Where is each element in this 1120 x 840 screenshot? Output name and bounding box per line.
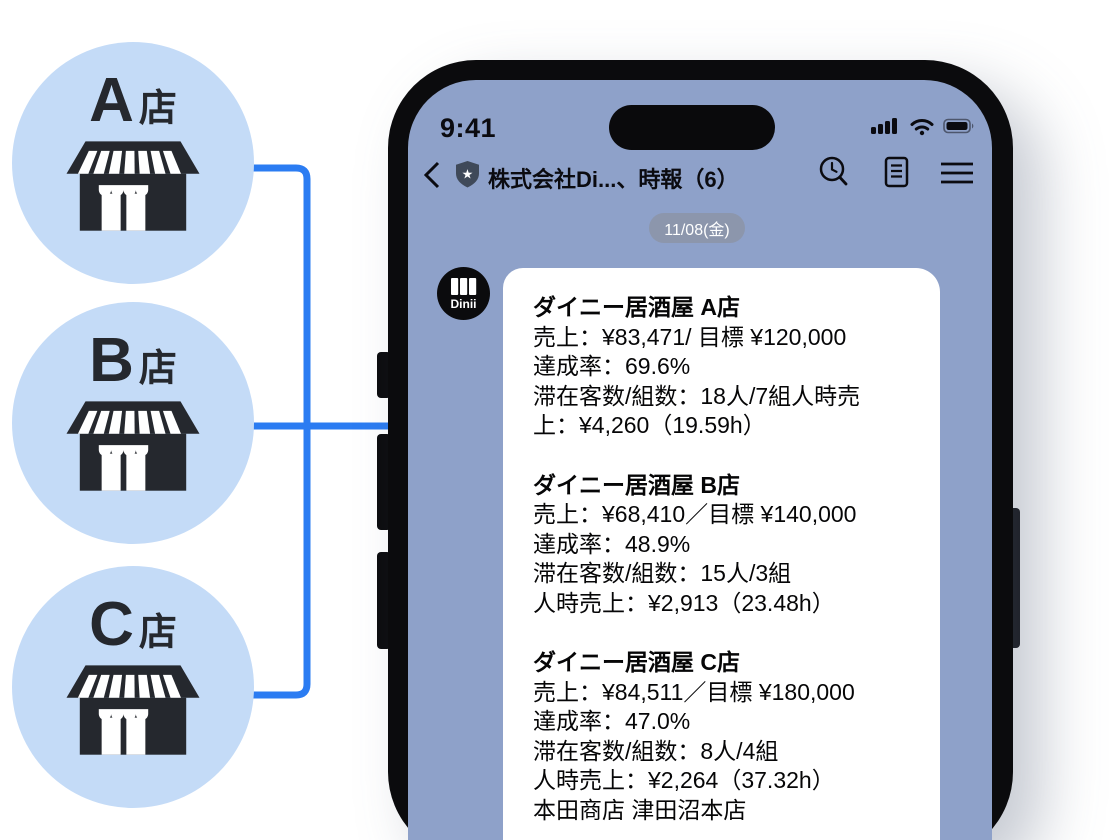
- sender-avatar[interactable]: Dinii: [437, 267, 490, 320]
- search-clock-icon: [819, 156, 848, 186]
- store-report-c: ダイニー居酒屋 C店 売上：¥84,511／目標 ¥180,000 達成率：47…: [533, 648, 908, 825]
- dinii-logo-text: Dinii: [451, 297, 477, 311]
- store-report-a: ダイニー居酒屋 A店 売上：¥83,471/ 目標 ¥120,000 達成率：6…: [533, 293, 908, 441]
- store-label-b: B 店: [89, 330, 177, 392]
- menu-icon: [941, 162, 973, 184]
- report-line: 人時売上：¥2,913（23.48h）: [533, 589, 835, 616]
- search-button[interactable]: [816, 154, 852, 192]
- report-title: ダイニー居酒屋 A店: [533, 294, 740, 320]
- chat-title: 株式会社Di...、時報（6）: [488, 167, 739, 192]
- svg-text:★: ★: [462, 167, 474, 182]
- phone-volume-up-button: [377, 434, 391, 530]
- report-line: 達成率：48.9%: [533, 530, 691, 557]
- connector-a-c: [246, 164, 311, 699]
- store-label-a: A 店: [89, 70, 177, 132]
- store-report-b: ダイニー居酒屋 B店 売上：¥68,410／目標 ¥140,000 達成率：48…: [533, 471, 908, 619]
- battery-icon: [943, 118, 974, 134]
- shield-star-icon: ★: [456, 161, 479, 188]
- phone-screen: 9:41 ★ 株式会: [408, 80, 992, 840]
- storefront-icon: [66, 665, 200, 755]
- report-line: 売上：¥84,511／目標 ¥180,000: [533, 678, 855, 705]
- store-suffix: 店: [138, 612, 177, 654]
- store-suffix: 店: [138, 88, 177, 130]
- menu-button[interactable]: [939, 154, 975, 192]
- back-button[interactable]: [422, 160, 444, 190]
- store-letter: A: [89, 66, 134, 135]
- store-circle-a: A 店: [12, 42, 254, 284]
- report-line: 達成率：69.6%: [533, 353, 691, 379]
- store-circle-b: B 店: [12, 302, 254, 544]
- store-circle-c: C 店: [12, 566, 254, 808]
- report-line: 売上：¥83,471/ 目標 ¥120,000: [533, 323, 847, 350]
- report-line: 滞在客数/組数：18人/7組人時売: [533, 382, 861, 409]
- dinii-logo-icon: Dinii: [437, 267, 490, 320]
- phone-volume-down-button: [377, 552, 391, 649]
- store-letter: B: [89, 326, 134, 395]
- notes-button[interactable]: [878, 154, 914, 192]
- wifi-icon: [910, 119, 934, 136]
- report-line: 人時売上：¥2,264（37.32h）: [533, 767, 835, 793]
- store-letter: C: [89, 590, 134, 659]
- store-suffix: 店: [138, 348, 177, 390]
- signal-icon: [871, 118, 897, 134]
- status-icons: [871, 116, 976, 136]
- storefront-icon: [66, 401, 200, 491]
- report-line: 上：¥4,260（19.59h）: [533, 412, 766, 438]
- dynamic-island: [609, 105, 775, 150]
- report-line: 売上：¥68,410／目標 ¥140,000: [533, 501, 857, 527]
- report-title: ダイニー居酒屋 C店: [533, 649, 740, 675]
- note-icon: [884, 156, 909, 188]
- chevron-left-icon: [423, 161, 440, 189]
- status-time: 9:41: [440, 113, 497, 143]
- report-line: 本田商店 津田沼本店: [533, 796, 747, 823]
- report-title: ダイニー居酒屋 B店: [533, 471, 740, 498]
- storefront-icon: [66, 141, 200, 231]
- phone-action-button: [377, 352, 391, 398]
- store-label-c: C 店: [89, 594, 177, 656]
- report-line: 達成率：47.0%: [533, 708, 691, 734]
- date-badge: 11/08(金): [649, 213, 745, 243]
- report-line: 滞在客数/組数：8人/4組: [533, 737, 779, 764]
- message-bubble: ダイニー居酒屋 A店 売上：¥83,471/ 目標 ¥120,000 達成率：6…: [503, 268, 940, 840]
- report-line: 滞在客数/組数：15人/3組: [533, 560, 792, 586]
